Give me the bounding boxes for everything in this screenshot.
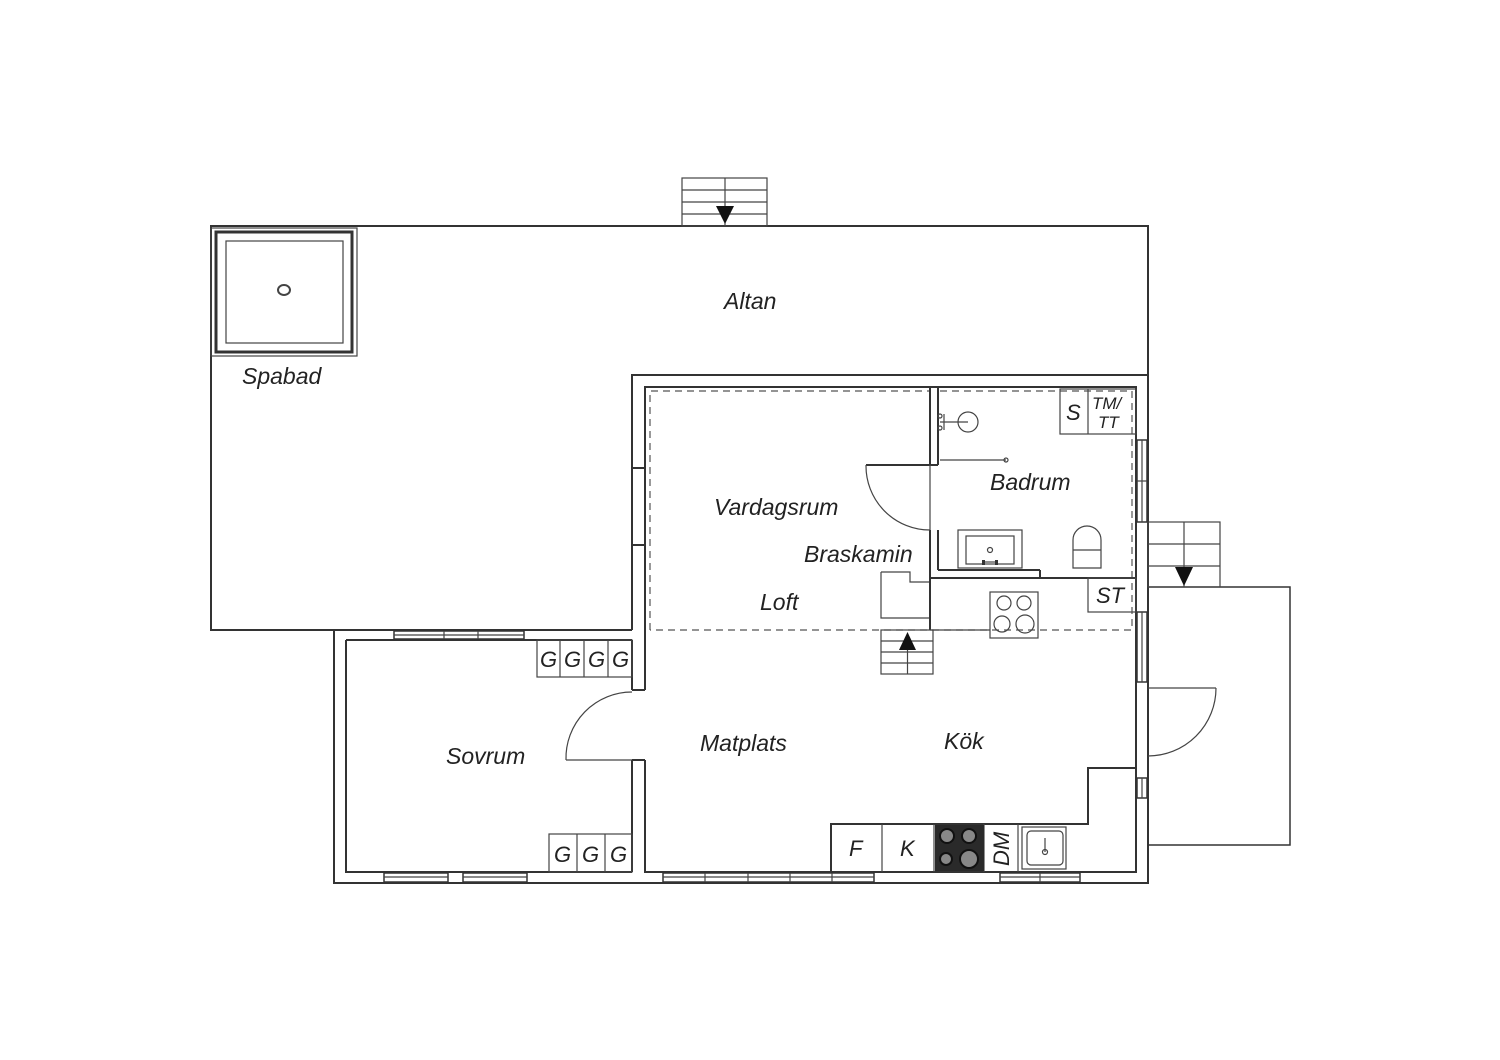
room-label-sovrum: Sovrum xyxy=(446,743,525,769)
wardrobe-top: G G G G xyxy=(536,639,633,678)
stairs xyxy=(880,629,934,675)
washer-label: TM/ xyxy=(1092,394,1124,413)
room-label-vardagsrum: Vardagsrum xyxy=(714,494,838,520)
shower xyxy=(937,411,1009,463)
arrow-up-icon xyxy=(899,632,916,650)
room-label-altan: Altan xyxy=(722,288,776,314)
storage-label: S xyxy=(1066,400,1081,425)
wardrobe-label: G xyxy=(588,647,605,672)
bottom-windows xyxy=(383,872,1081,883)
room-label-badrum: Badrum xyxy=(990,469,1071,495)
drain-icon xyxy=(277,284,291,296)
bath-sink xyxy=(957,529,1023,569)
badrum-walls xyxy=(865,387,1136,579)
arrow-down-icon xyxy=(716,206,734,224)
room-label-matplats: Matplats xyxy=(700,730,787,756)
top-steps xyxy=(681,177,768,227)
dryer-label: TT xyxy=(1098,413,1120,432)
st-cabinet: ST xyxy=(1087,577,1137,613)
wardrobe-label: G xyxy=(612,647,629,672)
room-label-spabad: Spabad xyxy=(242,363,323,389)
wardrobe-label: G xyxy=(564,647,581,672)
entry-door xyxy=(1147,687,1217,757)
wardrobe-label: G xyxy=(610,842,627,867)
st-label: ST xyxy=(1096,583,1126,608)
sovrum-door xyxy=(565,691,633,761)
wardrobe-label: G xyxy=(582,842,599,867)
wardrobe-bottom: G G G xyxy=(548,833,633,873)
right-windows xyxy=(1136,439,1148,799)
wardrobe-label: G xyxy=(540,647,557,672)
sliding-door xyxy=(393,630,525,640)
side-deck xyxy=(1147,521,1291,846)
house-walls xyxy=(333,374,1149,884)
spabad-tub xyxy=(210,227,358,357)
room-label-loft: Loft xyxy=(760,589,800,615)
room-label-braskamin: Braskamin xyxy=(804,541,913,567)
arrow-down-icon xyxy=(1175,567,1193,586)
room-label-kok: Kök xyxy=(944,728,985,754)
braskamin-fireplace xyxy=(880,571,931,630)
freezer-label: K xyxy=(900,836,916,861)
wardrobe-label: G xyxy=(554,842,571,867)
fridge-label: F xyxy=(849,836,864,861)
dishwasher-label: DM xyxy=(989,831,1014,866)
laundry-fixtures: S TM/ TT xyxy=(1059,388,1137,435)
kitchen-counter: F K DM xyxy=(830,767,1136,872)
loft-stove xyxy=(930,591,1039,639)
toilet xyxy=(1072,525,1102,569)
